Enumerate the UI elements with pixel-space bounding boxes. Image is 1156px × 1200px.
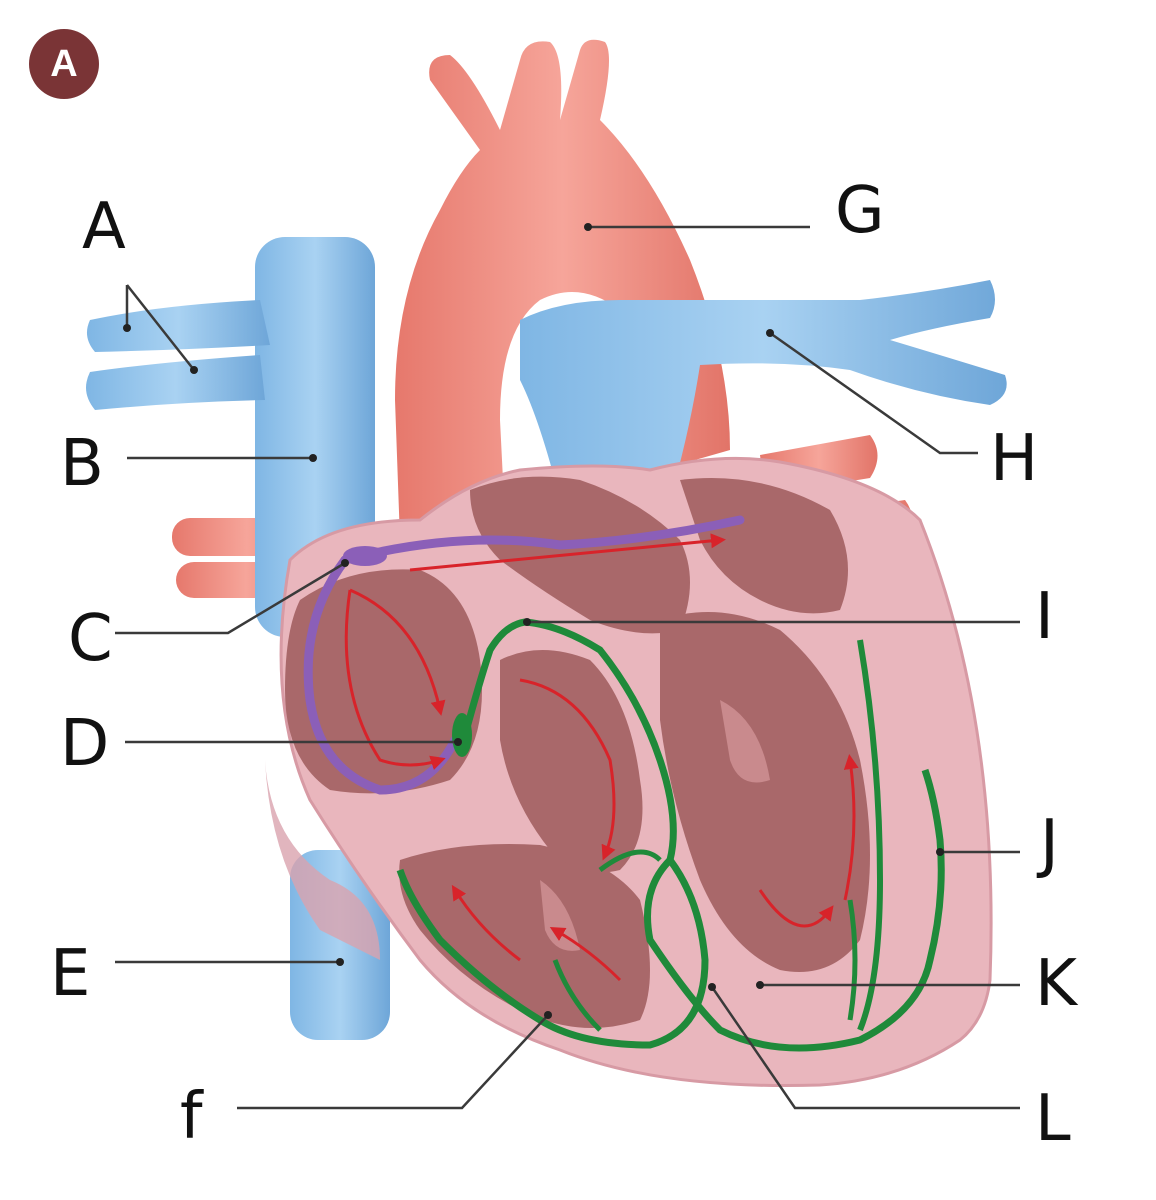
label-l: L bbox=[1035, 1082, 1071, 1156]
label-i: I bbox=[1035, 580, 1054, 654]
flow-arrows bbox=[344, 533, 859, 982]
label-g: G bbox=[835, 174, 885, 248]
label-b: B bbox=[60, 427, 104, 501]
label-a: A bbox=[82, 190, 126, 264]
veins-left-branches bbox=[86, 300, 270, 410]
figure-badge: A bbox=[29, 29, 99, 99]
label-h: H bbox=[990, 422, 1038, 496]
label-e: E bbox=[50, 937, 90, 1011]
label-f: f bbox=[180, 1080, 204, 1154]
leader-lines bbox=[115, 223, 1020, 1110]
part-labels: A B C D E f G H I J K L bbox=[50, 174, 1079, 1156]
label-d: D bbox=[60, 707, 109, 781]
pulmonary-artery bbox=[520, 280, 1007, 500]
label-j: J bbox=[1036, 807, 1059, 881]
label-c: C bbox=[68, 602, 113, 676]
aorta bbox=[395, 39, 730, 540]
label-k: K bbox=[1035, 947, 1079, 1021]
atrial-conduction-pathway bbox=[303, 515, 745, 795]
